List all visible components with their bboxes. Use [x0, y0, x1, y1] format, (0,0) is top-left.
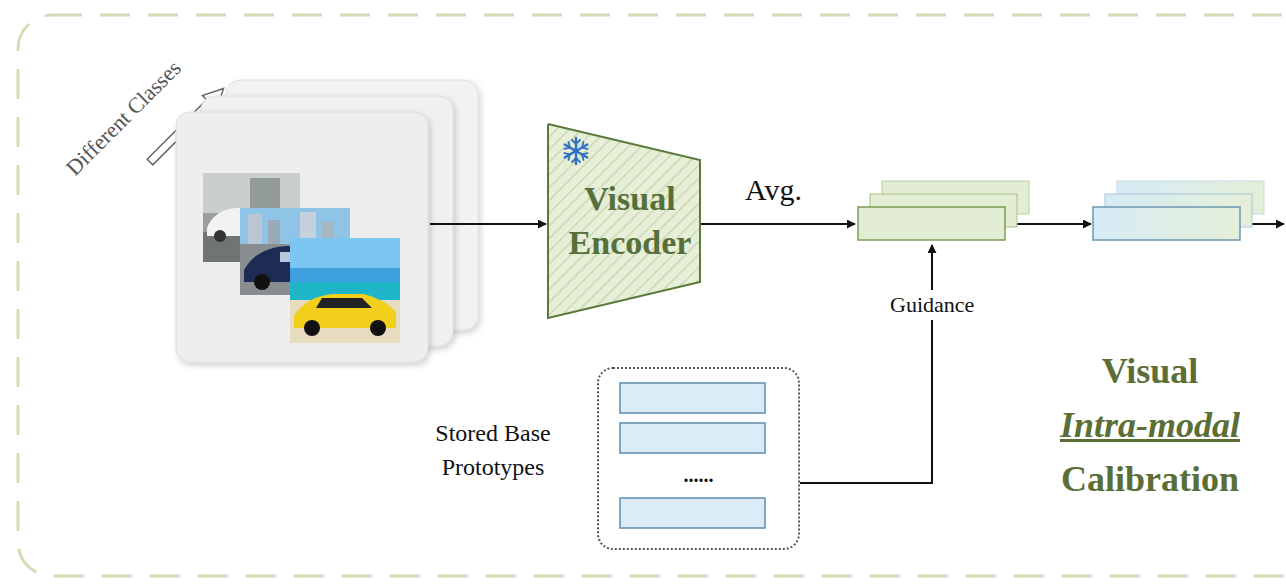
- prototype-bars: [599, 369, 798, 548]
- flow-arrow: [1006, 223, 1091, 225]
- prototype-bar: [620, 383, 765, 413]
- store-heading: Stored Base Prototypes: [405, 417, 581, 484]
- operation-label: Avg.: [745, 172, 802, 208]
- encoder-outline: [548, 124, 700, 318]
- guidance-arrow: [800, 245, 932, 483]
- prototype-box: ......: [597, 367, 800, 550]
- prototype-bar: [620, 498, 765, 528]
- calibrated-stack: [1093, 181, 1264, 240]
- encoder-block: Visual Encoder: [548, 124, 700, 318]
- edge-label: Guidance: [886, 290, 978, 320]
- car-photo: [290, 238, 400, 343]
- dashed-frame: [18, 15, 1286, 576]
- snowflake-icon: [563, 138, 590, 164]
- ellipsis-mark: ......: [599, 465, 798, 485]
- axis-label: Different Classes: [61, 55, 187, 181]
- encoder-trapezoid: [548, 124, 700, 318]
- encoder-label: Visual Encoder: [562, 177, 698, 265]
- flow-arrow: [700, 223, 855, 225]
- feature-stack: [858, 181, 1029, 240]
- flow-arrow: [430, 223, 546, 225]
- prototype-bar: [620, 423, 765, 453]
- image-stack: [176, 80, 478, 362]
- prototype-store: Stored Base Prototypes......: [405, 367, 800, 550]
- module-title: VisualIntra-modalCalibration: [1060, 344, 1240, 506]
- encoder-text-area: Visual Encoder: [562, 124, 698, 318]
